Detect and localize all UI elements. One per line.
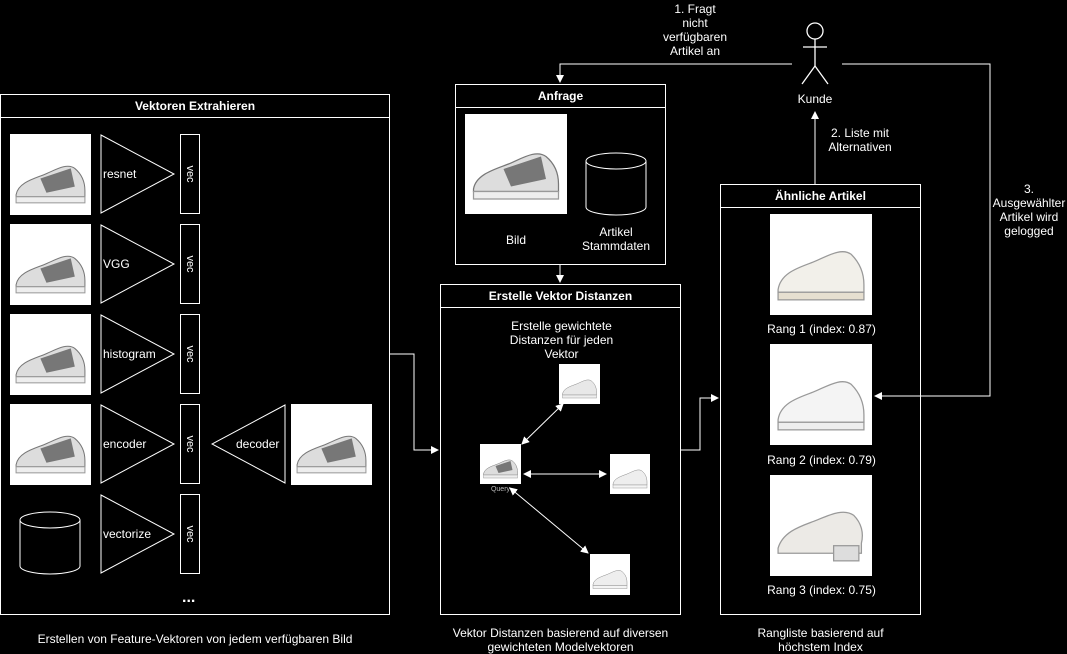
- model-triangle: [100, 314, 176, 394]
- model-label-vgg: VGG: [103, 257, 130, 271]
- rank-label: Rang 3 (index: 0.75): [767, 583, 876, 597]
- model-label-histogram: histogram: [103, 347, 156, 361]
- candidate-shoe-image: [610, 454, 650, 494]
- request-panel-title: Anfrage: [456, 85, 665, 108]
- shoe-image: [10, 134, 91, 215]
- actor-label-text: Kunde: [797, 92, 833, 106]
- vector-box: vec: [180, 134, 200, 214]
- query-shoe-image: [465, 114, 567, 214]
- shoe-image: [10, 224, 91, 305]
- master-data-label-line: Artikel: [599, 225, 633, 239]
- distances-caption-line: Vektor Distanzen basierend auf diversen: [452, 626, 669, 640]
- edge-customer-to-request: [556, 63, 792, 83]
- query-label: Query: [490, 486, 511, 493]
- master-data-label: Artikel Stammdaten: [574, 225, 658, 253]
- model-label-encoder: encoder: [103, 437, 147, 451]
- rank-label: Rang 2 (index: 0.79): [767, 453, 876, 467]
- distances-panel-title: Erstelle Vektor Distanzen: [441, 285, 680, 308]
- model-triangle: [100, 134, 176, 214]
- distances-description-line: Vektor: [544, 347, 579, 361]
- database-icon: [585, 152, 647, 216]
- ellipsis: ...: [182, 589, 196, 606]
- model-triangle: [100, 494, 176, 574]
- result-shoe-image: [770, 214, 872, 315]
- vector-label: vec: [184, 435, 196, 453]
- model-label-resnet: resnet: [103, 167, 137, 181]
- edge-label-step1-line: Artikel an: [669, 44, 721, 58]
- vector-label: vec: [184, 525, 196, 543]
- edge-label-step3-line: Artikel wird: [999, 210, 1059, 224]
- vector-label: vec: [184, 345, 196, 363]
- shoe-image: [10, 404, 91, 485]
- edge-label-step3-line: Ausgewählter: [992, 196, 1066, 210]
- master-data-label-line: Stammdaten: [581, 239, 651, 253]
- model-triangle: [100, 404, 176, 484]
- similar-panel: Ähnliche Artikel Rang 1 (index: 0.87) Ra…: [720, 184, 921, 615]
- image-label: Bild: [505, 233, 526, 247]
- rank-label: Rang 1 (index: 0.87): [767, 322, 876, 336]
- edge-label-step3-line: 3.: [1023, 182, 1034, 196]
- edge-label-step1: 1. Fragt nicht verfügbaren Artikel an: [650, 2, 740, 58]
- edge-label-step2-line: Alternativen: [828, 140, 892, 154]
- distances-caption: Vektor Distanzen basierend auf diversen …: [440, 626, 681, 654]
- database-icon: [19, 511, 81, 575]
- edge-distances-to-similar: [681, 394, 719, 451]
- similar-caption: Rangliste basierend auf höchstem Index: [720, 626, 921, 654]
- vector-box: vec: [180, 404, 200, 484]
- extract-panel: Vektoren Extrahieren resnet vec VGG vec …: [0, 94, 390, 615]
- similar-caption-line: höchstem Index: [778, 640, 863, 654]
- distances-caption-line: gewichteten Modelvektoren: [487, 640, 634, 654]
- edge-label-step1-line: verfügbaren: [662, 30, 728, 44]
- vector-label: vec: [184, 255, 196, 273]
- extract-caption: Erstellen von Feature-Vektoren von jedem…: [37, 632, 353, 646]
- model-label-vectorize: vectorize: [103, 527, 152, 541]
- request-panel: Anfrage Bild Artikel Stammdaten: [455, 84, 666, 265]
- distances-panel: Erstelle Vektor Distanzen Erstelle gewic…: [440, 284, 681, 615]
- candidate-shoe-image: [590, 554, 630, 595]
- vector-label: vec: [184, 165, 196, 183]
- edge-label-step2-line: 2. Liste mit: [830, 126, 890, 140]
- result-shoe-image: [770, 344, 872, 445]
- distance-arrow-1: [521, 403, 564, 445]
- result-shoe-image: [770, 475, 872, 576]
- customer-actor-icon: [801, 22, 829, 85]
- vector-box: vec: [180, 314, 200, 394]
- edge-label-step1-line: nicht: [682, 16, 708, 30]
- distances-description-line: Erstelle gewichtete: [511, 319, 612, 333]
- decoder-label: decoder: [236, 437, 280, 451]
- edge-extract-to-distances: [390, 353, 439, 454]
- edge-label-step3: 3. Ausgewählter Artikel wird gelogged: [992, 182, 1066, 238]
- edge-label-step2: 2. Liste mit Alternativen: [822, 126, 898, 154]
- shoe-image: [10, 314, 91, 395]
- edge-label-step1-line: 1. Fragt: [674, 2, 716, 16]
- distances-description: Erstelle gewichtete Distanzen für jeden …: [441, 319, 682, 361]
- similar-panel-title: Ähnliche Artikel: [721, 185, 920, 208]
- model-triangle: [100, 224, 176, 304]
- vector-box: vec: [180, 224, 200, 304]
- distance-arrow-3: [509, 487, 589, 554]
- extract-panel-title: Vektoren Extrahieren: [1, 95, 389, 118]
- candidate-shoe-image: [559, 364, 600, 404]
- edge-label-step3-line: gelogged: [1004, 224, 1054, 238]
- distances-description-line: Distanzen für jeden: [509, 333, 614, 347]
- similar-caption-line: Rangliste basierend auf: [757, 626, 884, 640]
- vector-box: vec: [180, 494, 200, 574]
- shoe-image-reconstructed: [291, 404, 372, 485]
- edge-customer-log-loop: [842, 63, 991, 400]
- query-thumbnail: [480, 444, 521, 484]
- decoder-triangle: [211, 404, 286, 484]
